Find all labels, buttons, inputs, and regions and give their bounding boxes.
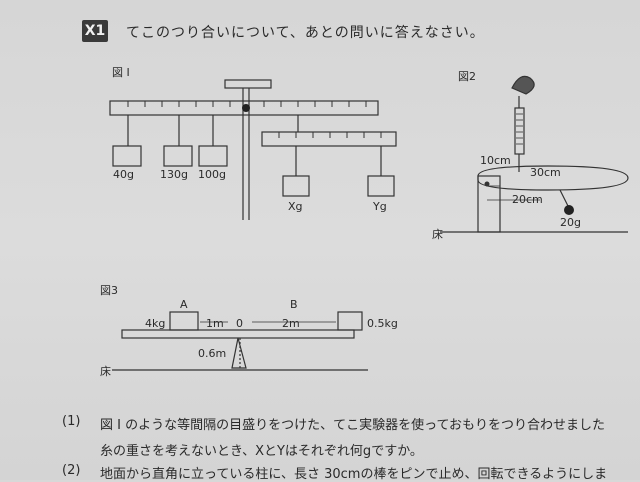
weight-40g-label: 40g bbox=[113, 168, 134, 181]
length-30-label: 30cm bbox=[530, 166, 561, 179]
question-1-number: (1) bbox=[62, 414, 81, 429]
floor-label-fig2: 床 bbox=[432, 227, 443, 241]
ball-weight-label: 20g bbox=[560, 216, 581, 229]
figure2-drawing bbox=[440, 75, 629, 233]
pivot-label: 0 bbox=[236, 317, 243, 330]
dist-right-label: 2m bbox=[282, 317, 300, 330]
weight-x-label: Xg bbox=[288, 200, 303, 213]
height-label: 0.6m bbox=[198, 347, 226, 360]
length-10-label: 10cm bbox=[480, 154, 511, 167]
point-b-label: B bbox=[290, 298, 298, 311]
weight-100g-label: 100g bbox=[198, 168, 226, 181]
question-1-text-cont: 糸の重さを考えないとき、XとYはそれぞれ何gですか。 bbox=[100, 444, 423, 459]
length-20-label: 20cm bbox=[512, 193, 543, 206]
question-1-text: 図 I のような等間隔の目盛りをつけた、てこ実験器を使っておもりをつり合わせまし… bbox=[100, 418, 606, 433]
left-weight-label: 4kg bbox=[145, 317, 165, 330]
pivot-dot bbox=[242, 104, 250, 112]
figure3-seesaw bbox=[112, 311, 368, 371]
weight-y-label: Yg bbox=[372, 200, 387, 213]
figure1-label: 図 I bbox=[112, 66, 130, 79]
dist-left-label: 1m bbox=[206, 317, 224, 330]
figure3-label: 図3 bbox=[100, 284, 118, 297]
figure1-lever bbox=[109, 79, 397, 220]
floor-label-fig3: 床 bbox=[100, 364, 111, 378]
right-weight-label: 0.5kg bbox=[367, 317, 398, 330]
problem-badge: X1 bbox=[82, 20, 108, 42]
question-2-number: (2) bbox=[62, 463, 81, 478]
weight-ball bbox=[564, 205, 574, 215]
point-a-label: A bbox=[180, 298, 188, 311]
question-2-text: 地面から直角に立っている柱に、長さ 30cmの棒をピンで止め、回転できるようにし… bbox=[100, 467, 608, 482]
figure2-label: 図2 bbox=[458, 70, 476, 83]
problem-title: てこのつり合いについて、あとの問いに答えなさい。 bbox=[126, 25, 485, 41]
weight-130g-label: 130g bbox=[160, 168, 188, 181]
